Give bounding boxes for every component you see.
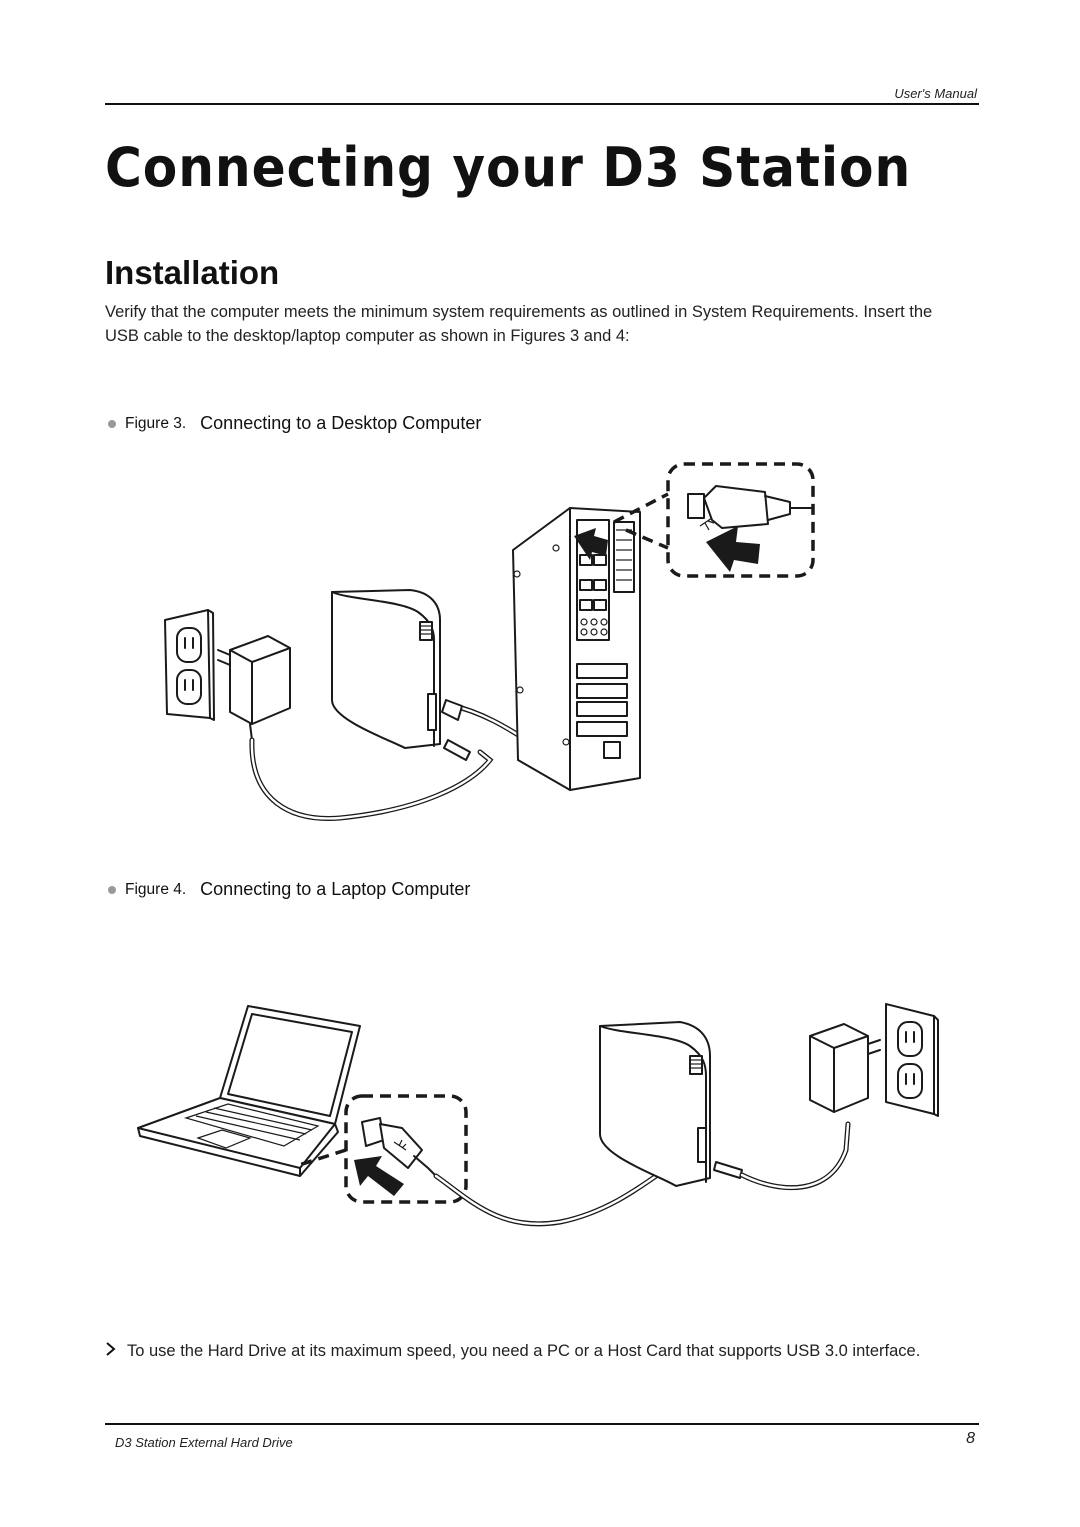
desktop-tower-icon xyxy=(512,507,641,791)
wall-outlet-icon xyxy=(164,609,215,721)
figure-4-title: Connecting to a Laptop Computer xyxy=(200,879,471,899)
footer-rule xyxy=(105,1423,979,1425)
power-adapter-icon xyxy=(809,1023,881,1113)
hard-drive-icon xyxy=(599,1021,711,1187)
page-title: Connecting your D3 Station xyxy=(105,136,912,199)
usb-plug-callout xyxy=(361,1117,437,1177)
figure-3-number: Figure 3. xyxy=(125,414,187,432)
footer-label: D3 Station External Hard Drive xyxy=(115,1435,293,1450)
header-label: User's Manual xyxy=(894,86,977,101)
arrow-icon xyxy=(706,526,760,572)
section-title: Installation xyxy=(105,254,280,291)
intro-paragraph: Verify that the computer meets the minim… xyxy=(105,303,933,345)
figure-3-title: Connecting to a Desktop Computer xyxy=(200,413,482,433)
laptop-icon xyxy=(137,1005,361,1177)
usb-icon xyxy=(393,1139,407,1151)
page-number: 8 xyxy=(966,1430,975,1447)
figure-3-illustration xyxy=(164,462,815,821)
hard-drive-icon xyxy=(331,589,441,749)
note: To use the Hard Drive at its maximum spe… xyxy=(105,1341,920,1362)
bullet-icon xyxy=(108,419,116,428)
usb-plug-callout xyxy=(687,485,813,531)
figure-4-illustration xyxy=(137,1003,939,1227)
figure-4-caption: Figure 4. Connecting to a Laptop Compute… xyxy=(108,879,470,900)
usb-icon xyxy=(699,517,715,531)
note-text: To use the Hard Drive at its maximum spe… xyxy=(127,1342,921,1360)
chevron-right-icon xyxy=(105,1341,127,1362)
bullet-icon xyxy=(108,885,116,894)
arrow-icon xyxy=(574,528,608,560)
wall-outlet-icon xyxy=(885,1003,939,1117)
figure-3-caption: Figure 3. Connecting to a Desktop Comput… xyxy=(108,413,481,434)
arrow-icon xyxy=(354,1156,404,1196)
power-adapter-icon xyxy=(217,635,291,741)
figure-4-number: Figure 4. xyxy=(125,880,187,898)
header-rule xyxy=(105,103,979,105)
